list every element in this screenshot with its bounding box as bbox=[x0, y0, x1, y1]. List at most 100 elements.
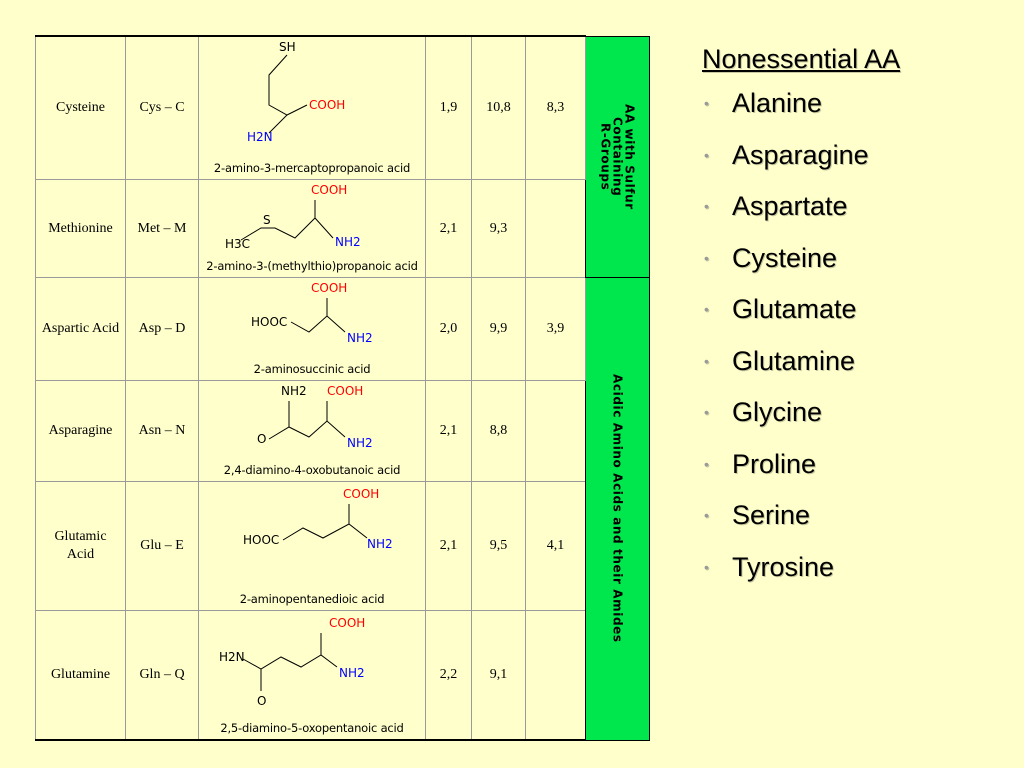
pk2-value: 9,5 bbox=[471, 481, 526, 611]
pkr-value bbox=[525, 380, 586, 482]
pkr-value: 3,9 bbox=[525, 277, 586, 381]
amino-acid-name: Glutamine bbox=[35, 610, 126, 741]
o-label: O bbox=[257, 694, 266, 708]
table-row: Asparagine Asn – N NH2 COOH O NH2 2,4-di… bbox=[35, 380, 650, 482]
glutamine-structure-icon: COOH H2N O NH2 bbox=[219, 616, 365, 708]
nh2-label: NH2 bbox=[339, 666, 365, 680]
bullet-icon: • bbox=[704, 404, 709, 420]
pk2-value: 8,8 bbox=[471, 380, 526, 482]
pkr-value bbox=[525, 610, 586, 741]
h3c-label: H3C bbox=[225, 237, 250, 251]
sh-label: SH bbox=[279, 40, 296, 54]
list-item-label: Asparagine bbox=[732, 139, 869, 170]
h2n-label: H2N bbox=[219, 650, 245, 664]
s-label: S bbox=[263, 213, 271, 227]
list-item-label: Glycine bbox=[732, 397, 823, 427]
h2n-label: H2N bbox=[247, 130, 273, 144]
list-item: • Cysteine bbox=[702, 238, 1002, 290]
bullet-icon: • bbox=[704, 249, 709, 266]
cooh-label: COOH bbox=[311, 183, 347, 197]
bullet-icon: • bbox=[704, 95, 709, 111]
table-row: Aspartic Acid Asp – D COOH HOOC NH2 2-am… bbox=[35, 277, 650, 741]
amino-acid-code: Asp – D bbox=[125, 277, 199, 381]
sulfur-group-label: AA with Sulfur Containing R-Groups bbox=[598, 103, 637, 210]
table-row: Methionine Met – M COOH S H3C NH2 2-amin… bbox=[35, 179, 650, 278]
structure-cell: SH COOH H2N 2-amino-3-mercaptopropanoic … bbox=[198, 35, 426, 180]
nh2-label: NH2 bbox=[347, 436, 373, 450]
list-item: • Glutamate bbox=[702, 289, 1002, 341]
structure-cell: COOH HOOC NH2 2-aminopentanedioic acid bbox=[198, 481, 426, 611]
iupac-name: 2-aminopentanedioic acid bbox=[239, 592, 385, 606]
pk1-value: 2,1 bbox=[425, 179, 472, 278]
iupac-name: 2-amino-3-(methylthio)propanoic acid bbox=[206, 259, 418, 273]
iupac-name: 2,4-diamino-4-oxobutanoic acid bbox=[223, 463, 401, 477]
cooh-label: COOH bbox=[343, 487, 379, 501]
list-item: • Alanine bbox=[702, 83, 1002, 135]
cooh-label: COOH bbox=[329, 616, 365, 630]
list-item: • Proline bbox=[702, 444, 1002, 496]
cooh-label: COOH bbox=[309, 98, 345, 112]
asparagine-structure-icon: NH2 COOH O NH2 bbox=[257, 384, 373, 450]
nh2-label: NH2 bbox=[281, 384, 307, 398]
structure-cell: COOH H2N O NH2 2,5-diamino-5-oxopentanoi… bbox=[198, 610, 426, 741]
amino-acid-list: • Alanine • Asparagine • Aspartate • Cystein… bbox=[702, 83, 1002, 598]
structure-cell: COOH S H3C NH2 2-amino-3-(methylthio)pro… bbox=[198, 179, 426, 278]
amino-acid-code: Asn – N bbox=[125, 380, 199, 482]
bullet-icon: • bbox=[704, 301, 709, 317]
amino-acid-code: Glu – E bbox=[125, 481, 199, 611]
sulfur-group-cell: AA with Sulfur Containing R-Groups bbox=[585, 35, 650, 278]
amino-acid-name: Glutamic Acid bbox=[35, 481, 126, 611]
list-item: • Serine bbox=[702, 495, 1002, 547]
pk1-value: 2,1 bbox=[425, 380, 472, 482]
iupac-name: 2-aminosuccinic acid bbox=[253, 362, 371, 376]
cysteine-structure-icon: SH COOH H2N bbox=[247, 40, 345, 144]
iupac-name: 2,5-diamino-5-oxopentanoic acid bbox=[220, 721, 404, 735]
amino-acid-code: Met – M bbox=[125, 179, 199, 278]
nh2-label: NH2 bbox=[367, 537, 393, 551]
cooh-label: COOH bbox=[311, 281, 347, 295]
list-item: • Asparagine bbox=[702, 135, 1002, 187]
amino-acid-table: Cysteine Cys – C SH COOH H2N 2-amino-3-m… bbox=[35, 35, 650, 741]
amino-acid-name: Methionine bbox=[35, 179, 126, 278]
cooh-label: COOH bbox=[327, 384, 363, 398]
list-item-label: Serine bbox=[732, 500, 811, 530]
bullet-icon: • bbox=[704, 507, 709, 523]
pk2-value: 9,3 bbox=[471, 179, 526, 278]
list-item: • Tyrosine bbox=[702, 547, 1002, 599]
table-row: Glutamic Acid Glu – E COOH HOOC NH2 2-am… bbox=[35, 481, 650, 611]
hooc-label: HOOC bbox=[243, 533, 279, 547]
list-item-label: Alanine bbox=[732, 88, 823, 118]
hooc-label: HOOC bbox=[251, 315, 287, 329]
list-item-label: Cysteine bbox=[732, 242, 838, 273]
pkr-value: 4,1 bbox=[525, 481, 586, 611]
pk1-value: 1,9 bbox=[425, 35, 472, 180]
pk1-value: 2,2 bbox=[425, 610, 472, 741]
pk1-value: 2,0 bbox=[425, 277, 472, 381]
list-item-label: Glutamine bbox=[732, 345, 856, 376]
list-item: • Glutamine bbox=[702, 341, 1002, 393]
pkr-value bbox=[525, 179, 586, 278]
bullet-icon: • bbox=[704, 352, 709, 369]
glutamic-acid-structure-icon: COOH HOOC NH2 bbox=[243, 487, 393, 551]
o-label: O bbox=[257, 432, 266, 446]
bullet-icon: • bbox=[704, 198, 709, 214]
iupac-name: 2-amino-3-mercaptopropanoic acid bbox=[213, 161, 411, 175]
list-item-label: Aspartate bbox=[732, 191, 848, 221]
amino-acid-name: Aspartic Acid bbox=[35, 277, 126, 381]
bullet-icon: • bbox=[704, 558, 709, 575]
table-row: Cysteine Cys – C SH COOH H2N 2-amino-3-m… bbox=[35, 35, 650, 278]
pkr-value: 8,3 bbox=[525, 35, 586, 180]
structure-cell: COOH HOOC NH2 2-aminosuccinic acid bbox=[198, 277, 426, 381]
nh2-label: NH2 bbox=[335, 235, 361, 249]
list-item-label: Glutamate bbox=[732, 294, 857, 324]
pk1-value: 2,1 bbox=[425, 481, 472, 611]
acidic-group-cell: Acidic Amino Acids and their Amides bbox=[585, 277, 650, 741]
list-item-label: Tyrosine bbox=[732, 551, 835, 582]
bullet-icon: • bbox=[704, 146, 709, 163]
list-item-label: Proline bbox=[732, 448, 817, 479]
bullet-icon: • bbox=[704, 455, 709, 472]
pk2-value: 9,9 bbox=[471, 277, 526, 381]
list-item: • Glycine bbox=[702, 392, 1002, 444]
acidic-group-label: Acidic Amino Acids and their Amides bbox=[610, 374, 625, 644]
pk2-value: 9,1 bbox=[471, 610, 526, 741]
